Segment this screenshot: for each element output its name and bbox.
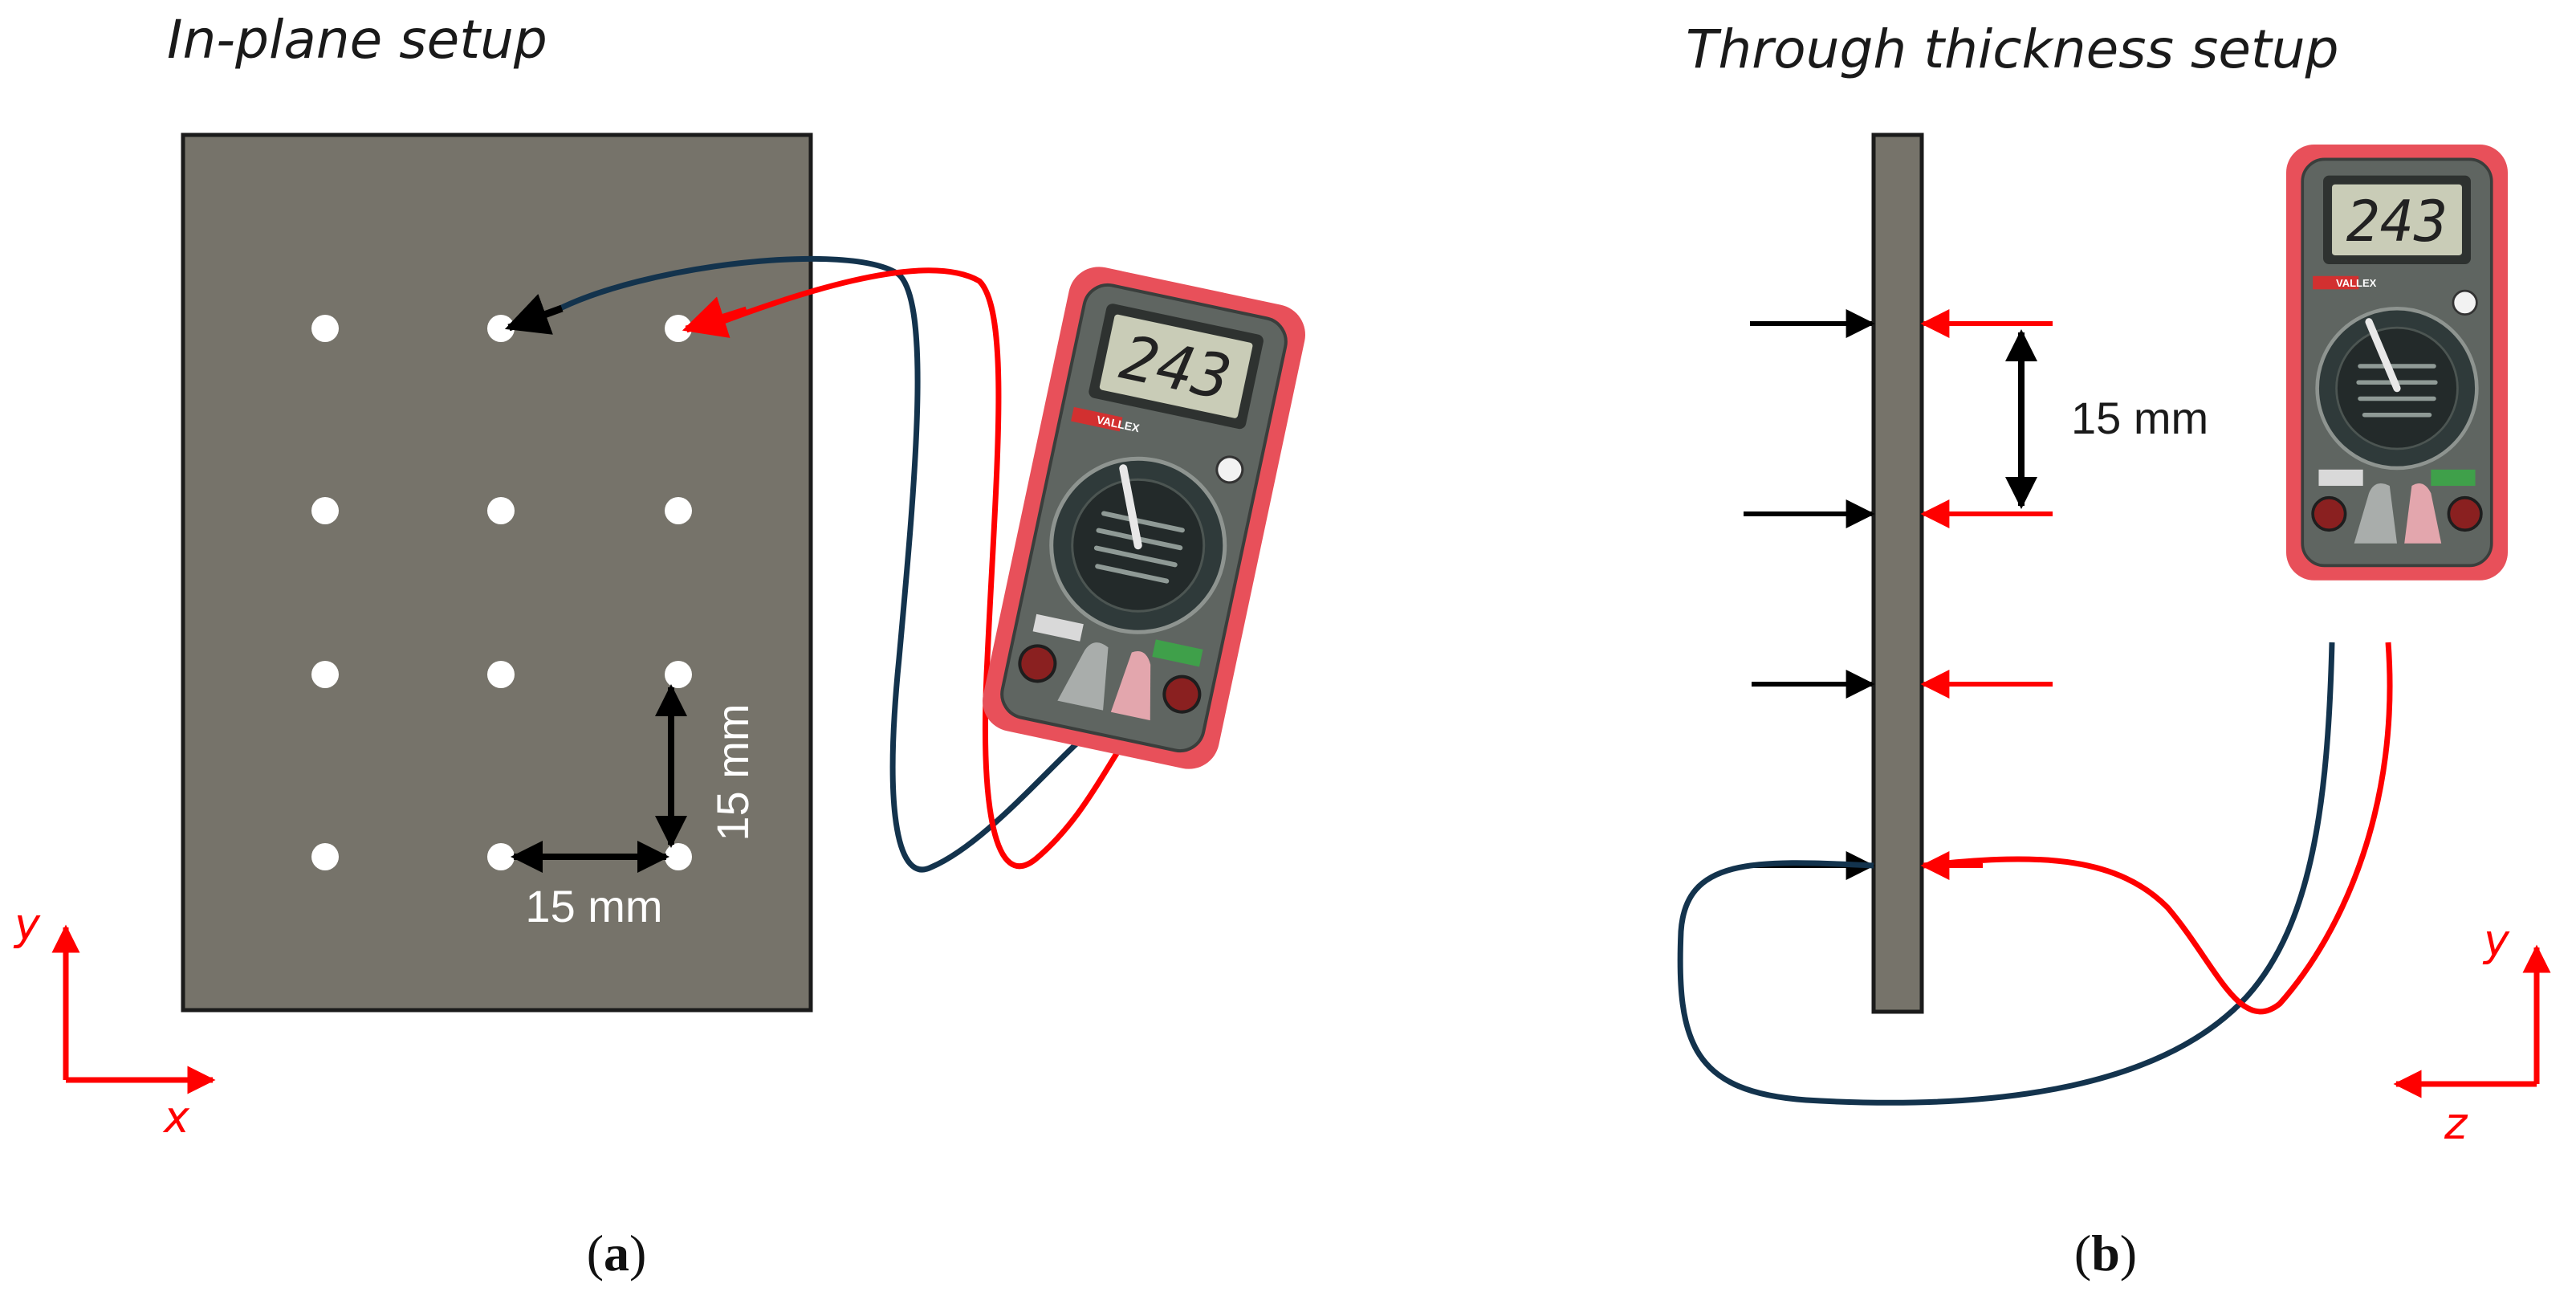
- electrode-grid: [311, 315, 692, 870]
- black-lead-wire-b: [1677, 642, 2335, 1106]
- axis-label-y-b: y: [2482, 915, 2510, 966]
- dim-vertical-label-a: 15 mm: [707, 703, 758, 841]
- red-lead-wire-a: [705, 267, 1134, 870]
- dim-vertical-label-b: 15 mm: [2071, 393, 2208, 443]
- panel-b: Through thickness setup 15 mm VALLEX 243…: [1677, 18, 2551, 1282]
- axis-label-x-a: x: [162, 1092, 190, 1143]
- caption-a: (a): [587, 1225, 647, 1282]
- red-lead-wire-b: [1923, 642, 2393, 1015]
- caption-b: (b): [2074, 1225, 2137, 1282]
- dim-horizontal-label-a: 15 mm: [525, 881, 662, 931]
- red-probe-arrow-a: [682, 296, 748, 338]
- axis-label-y-a: y: [13, 899, 41, 950]
- multimeter-a: VALLEX 243: [977, 261, 1311, 774]
- axis-xy-a: [51, 924, 216, 1094]
- through-thickness-specimen: [1871, 132, 1924, 1014]
- meter-brand-b: VALLEX: [2336, 277, 2377, 289]
- panel-a-title: In-plane setup: [167, 9, 547, 71]
- axis-label-z-b: z: [2444, 1098, 2468, 1149]
- black-lead-wire-a: [552, 255, 1102, 873]
- meter-reading-b: 243: [2346, 189, 2448, 255]
- panel-b-title: Through thickness setup: [1686, 18, 2339, 80]
- black-probe-arrow-a: [504, 294, 564, 335]
- panel-a: In-plane setup 15 mm 15 mm: [13, 9, 1311, 1282]
- axis-yz-b: [2393, 944, 2551, 1098]
- multimeter-b: VALLEX 243: [2286, 145, 2508, 581]
